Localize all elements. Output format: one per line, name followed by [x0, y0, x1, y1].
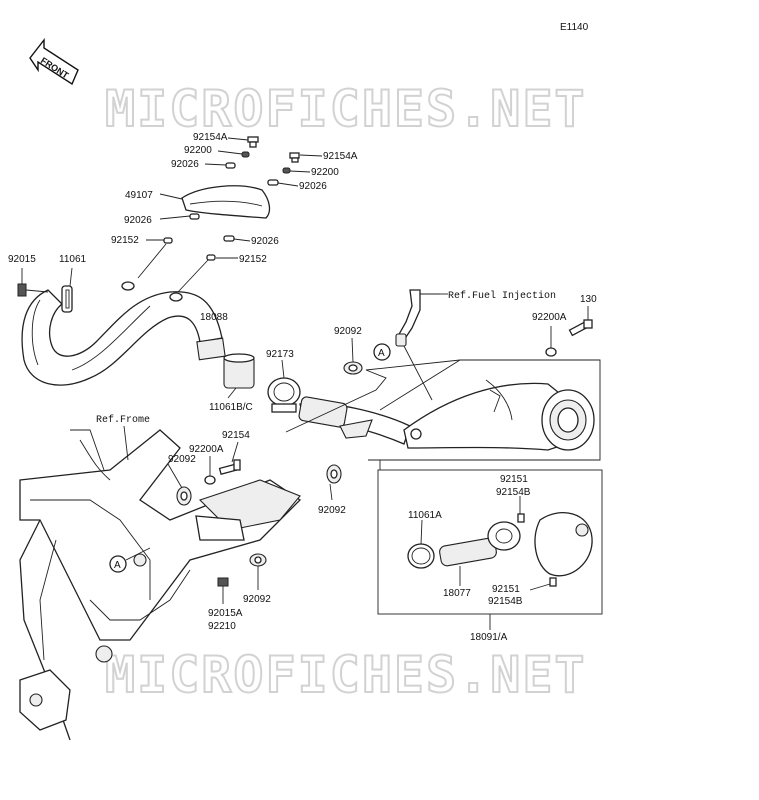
label-92026-mid-right: 92026 — [251, 236, 279, 247]
label-92152-left: 92152 — [111, 235, 139, 246]
label-92151-bottom: 92151 — [492, 584, 520, 595]
damper-92092-mid — [326, 464, 342, 484]
label-92092-top: 92092 — [334, 326, 362, 337]
label-92152-right: 92152 — [239, 254, 267, 265]
header-pipe — [21, 281, 226, 386]
spark-arrester-18077 — [439, 521, 521, 567]
label-92173: 92173 — [266, 349, 294, 360]
label-92200-top: 92200 — [184, 145, 212, 156]
label-92092-left: 92092 — [168, 454, 196, 465]
heat-guard-group — [137, 136, 323, 293]
callout-a-top — [373, 343, 391, 361]
label-92200A-right: 92200A — [532, 312, 567, 323]
collar-92026-right — [267, 179, 279, 186]
label-92026-mid-left: 92026 — [124, 215, 152, 226]
bolt-92154A-top — [247, 136, 259, 148]
bolt-92154B-top — [517, 513, 525, 523]
nut-92015 — [17, 283, 27, 297]
damper-92092-left — [176, 486, 192, 506]
muffler-assembly — [298, 379, 595, 451]
diagram-code: E1140 — [560, 22, 589, 33]
label-92026-top: 92026 — [171, 159, 199, 170]
muffler-end-cap — [534, 512, 593, 577]
bolt-92154 — [218, 459, 241, 476]
clip-92152-left — [163, 237, 173, 244]
gasket-11061A — [407, 543, 435, 569]
ref-frame: Ref.Frome — [96, 414, 150, 426]
washer-92200A-left — [204, 475, 216, 485]
label-130: 130 — [580, 294, 597, 305]
heat-guard-plate — [181, 185, 271, 219]
watermark-top: MICROFICHES.NET — [105, 80, 587, 138]
label-18088: 18088 — [200, 312, 228, 323]
label-11061A: 11061A — [408, 510, 442, 521]
gasket-11061 — [61, 285, 73, 313]
washer-92200A-right — [545, 347, 557, 357]
bolt-92154A-right — [289, 152, 300, 163]
nut-92015A — [217, 577, 229, 587]
label-92154A-right: 92154A — [323, 151, 358, 162]
label-49107: 49107 — [125, 190, 153, 201]
oxygen-sensor — [395, 289, 440, 347]
clamp-92173 — [267, 377, 301, 413]
callout-a-frame-label: A — [114, 560, 121, 571]
damper-92092-top — [343, 361, 363, 375]
label-18091A: 18091/A — [470, 632, 508, 643]
label-11061BC: 11061B/C — [209, 402, 253, 413]
collar-92026-mid-left — [189, 213, 200, 220]
watermark-bottom: MICROFICHES.NET — [105, 646, 587, 704]
label-92200-right: 92200 — [311, 167, 339, 178]
callout-a-frame — [109, 555, 127, 573]
label-92015: 92015 — [8, 254, 36, 265]
label-92026-right: 92026 — [299, 181, 327, 192]
label-92015A: 92015A — [208, 608, 243, 619]
label-92154A-top: 92154A — [193, 132, 228, 143]
label-92154B-bottom: 92154B — [488, 596, 523, 607]
label-18077: 18077 — [443, 588, 471, 599]
label-92151-top: 92151 — [500, 474, 528, 485]
label-92210: 92210 — [208, 621, 236, 632]
label-11061: 11061 — [59, 254, 87, 265]
bolt-92154B-bottom — [549, 577, 557, 587]
clip-92152-right — [206, 254, 216, 261]
damper-92092-bottom — [249, 553, 267, 567]
bolt-130 — [568, 319, 593, 337]
label-92092-mid: 92092 — [318, 505, 346, 516]
washer-92200-right — [282, 167, 291, 174]
muffler-frame-box — [285, 359, 601, 461]
frame-outline — [19, 429, 302, 741]
label-92154B-top: 92154B — [496, 487, 531, 498]
washer-92200-top — [241, 151, 250, 158]
ref-fuel-injection: Ref.Fuel Injection — [448, 290, 556, 302]
callout-a-top-label: A — [378, 348, 385, 359]
label-92154: 92154 — [222, 430, 250, 441]
label-92092-bottom: 92092 — [243, 594, 271, 605]
collar-92026-top — [225, 162, 236, 169]
collar-92026-mid-right — [223, 235, 235, 242]
label-92200A-left: 92200A — [189, 444, 224, 455]
gasket-11061BC — [223, 353, 255, 389]
front-arrow-icon: FRONT — [29, 37, 79, 86]
